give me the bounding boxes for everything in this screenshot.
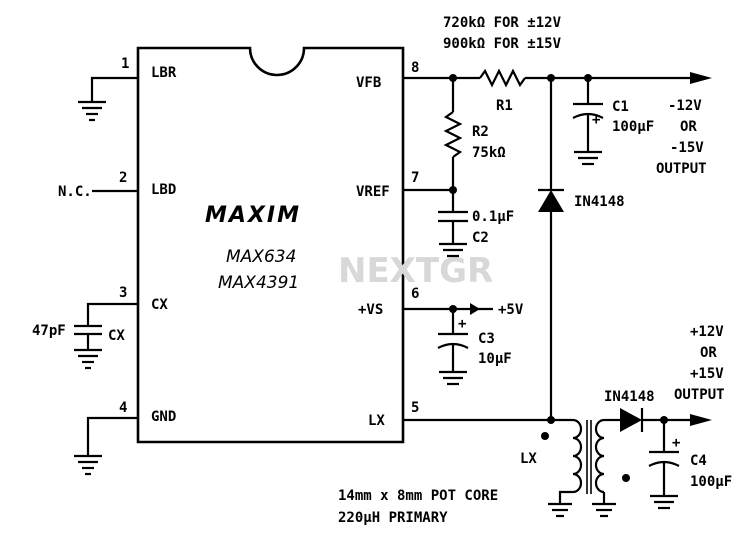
lbr-ground-wire <box>78 76 138 122</box>
pin-number-5: 5 <box>411 400 419 416</box>
neg-output-volts-12: -12V <box>668 98 702 114</box>
nc-label: N.C. <box>58 184 92 200</box>
r1-note-12v: 720kΩ FOR ±12V <box>443 15 562 31</box>
c1-polarity: + <box>592 112 600 128</box>
core-note: 14mm x 8mm POT CORE <box>338 488 498 504</box>
pos-output-label: OUTPUT <box>674 387 725 403</box>
c2-capacitor <box>403 188 468 258</box>
c1-value: 100µF <box>612 119 654 135</box>
pin-label-vs: +VS <box>358 302 383 318</box>
primary-note: 220µH PRIMARY <box>338 510 448 526</box>
lx-transformer <box>403 416 630 518</box>
neg-output-label: OUTPUT <box>656 161 707 177</box>
pin-number-1: 1 <box>121 56 129 72</box>
vfb-network <box>403 68 712 88</box>
pin-label-vfb: VFB <box>356 75 381 91</box>
cx-value-label: 47pF <box>32 323 66 339</box>
pin-number-4: 4 <box>119 400 127 416</box>
neg-output-volts-15: -15V <box>670 140 704 156</box>
pin-label-lbr: LBR <box>151 65 177 81</box>
d1-diode <box>538 78 564 420</box>
vin-label: +5V <box>498 302 524 318</box>
c3-value: 10µF <box>478 351 512 367</box>
vs-supply <box>403 303 493 386</box>
part-number-max4391: MAX4391 <box>218 273 299 293</box>
c4-value: 100µF <box>690 474 732 490</box>
part-number-max634: MAX634 <box>226 247 296 267</box>
pin-number-2: 2 <box>119 170 127 186</box>
pos-output-or: OR <box>700 345 717 361</box>
c3-polarity: + <box>458 316 466 332</box>
d2-diode <box>620 408 712 432</box>
d1-label: IN4148 <box>574 194 625 210</box>
c2-value: 0.1µF <box>472 209 514 225</box>
c4-label: C4 <box>690 453 707 469</box>
c1-label: C1 <box>612 99 629 115</box>
pin-label-gnd: GND <box>151 409 176 425</box>
pin-number-6: 6 <box>411 286 419 302</box>
r1-note-15v: 900kΩ FOR ±15V <box>443 36 562 52</box>
pos-output-volts-12: +12V <box>690 324 724 340</box>
cx-capacitor <box>74 302 138 370</box>
neg-output-or: OR <box>680 119 697 135</box>
pin-number-7: 7 <box>411 170 419 186</box>
watermark: NEXTGR <box>338 251 493 291</box>
r2-value: 75kΩ <box>472 145 506 161</box>
pos-output-volts-15: +15V <box>690 366 724 382</box>
maxim-logo: MAXIM <box>205 203 301 228</box>
pin-label-lbd: LBD <box>151 182 176 198</box>
gnd-ground-wire <box>74 416 138 476</box>
pin-label-lx: LX <box>368 413 385 429</box>
d2-label: IN4148 <box>604 389 655 405</box>
r2-resistor <box>443 78 463 194</box>
ic-package <box>136 46 405 444</box>
r1-label: R1 <box>496 98 513 114</box>
pin-label-vref: VREF <box>356 184 390 200</box>
c1-capacitor <box>572 78 604 166</box>
pin-label-cx: CX <box>151 297 168 313</box>
lx-inductor-label: LX <box>520 451 537 467</box>
pin-number-3: 3 <box>119 285 127 301</box>
r2-label: R2 <box>472 124 489 140</box>
c2-label: C2 <box>472 230 489 246</box>
c4-capacitor <box>648 420 680 510</box>
pin-number-8: 8 <box>411 60 419 76</box>
c4-polarity: + <box>672 435 680 451</box>
c3-label: C3 <box>478 331 495 347</box>
cx-name-label: CX <box>108 328 125 344</box>
